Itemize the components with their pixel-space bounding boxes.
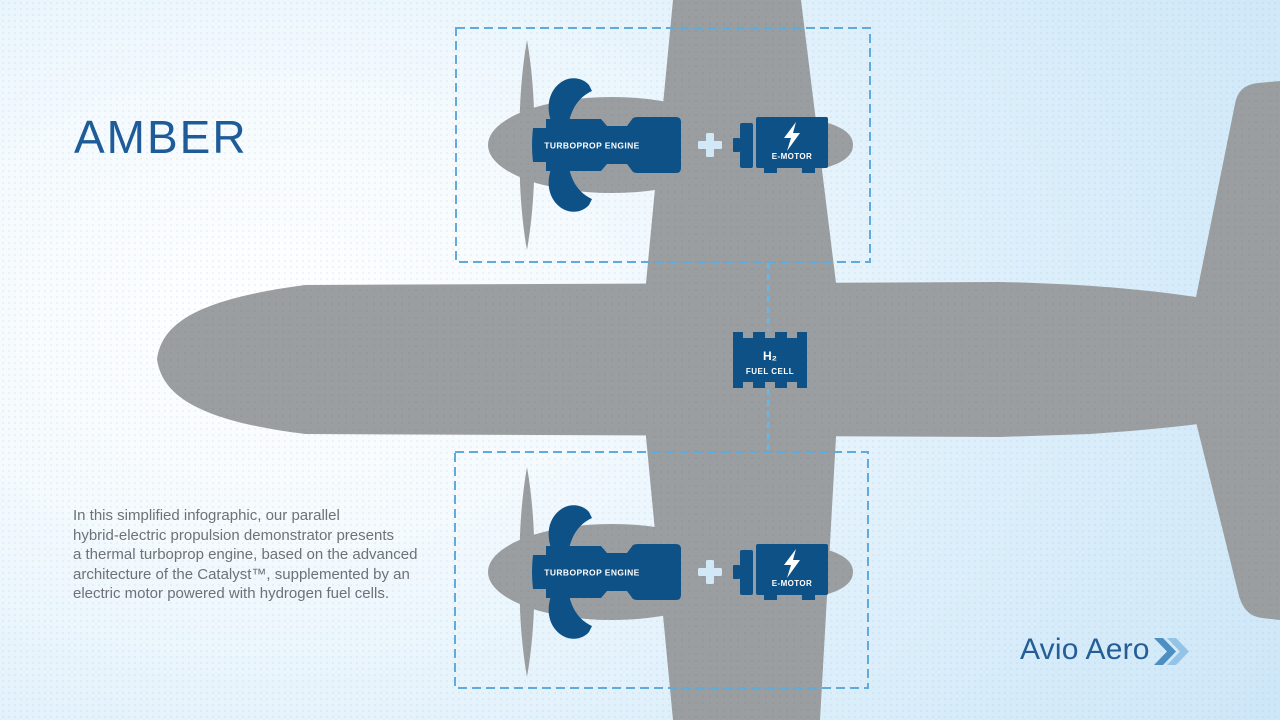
highlight-box-top: [455, 27, 871, 263]
tailplane-top: [1190, 81, 1280, 330]
plus-icon: [698, 560, 722, 584]
logo-chevrons-icon: [1153, 637, 1189, 665]
e-motor-box: [733, 544, 828, 600]
propeller-blade-icon: [548, 505, 592, 549]
power-unit-top: TURBOPROP ENGINE E-MOTOR: [532, 78, 828, 212]
propeller-blade-icon: [548, 78, 592, 122]
e-motor-label: E-MOTOR: [772, 579, 812, 588]
power-unit-bottom: TURBOPROP ENGINE E-MOTOR: [532, 505, 828, 639]
fuel-cell-box: [733, 332, 807, 388]
turboprop-label: TURBOPROP ENGINE: [544, 568, 640, 578]
tailplane-bottom: [1190, 390, 1280, 620]
lightning-icon: [784, 549, 800, 578]
aircraft-silhouette: [157, 0, 1280, 720]
turboprop-label: TURBOPROP ENGINE: [544, 141, 640, 151]
fuel-cell-label: FUEL CELL: [746, 367, 794, 376]
page-title: AMBER: [74, 111, 248, 163]
fuselage: [157, 282, 1280, 437]
propeller-blade-icon: [548, 595, 592, 639]
logo-text: Avio Aero: [1020, 633, 1150, 666]
plus-icon: [698, 133, 722, 157]
description-text: In this simplified infographic, our para…: [73, 507, 418, 602]
propeller-blade: [519, 467, 535, 677]
turboprop-engine-shape: [532, 544, 681, 600]
lightning-icon: [784, 122, 800, 151]
turboprop-engine-shape: [532, 117, 681, 173]
propeller-blade-icon: [548, 168, 592, 212]
fuel-cell-h2-label: H₂: [763, 349, 777, 363]
e-motor-box: [733, 117, 828, 173]
e-motor-label: E-MOTOR: [772, 152, 812, 161]
highlight-annotations: [454, 27, 871, 689]
propeller-blade: [519, 40, 535, 250]
highlight-box-bottom: [454, 451, 869, 689]
avio-aero-logo: Avio Aero: [1020, 633, 1191, 667]
